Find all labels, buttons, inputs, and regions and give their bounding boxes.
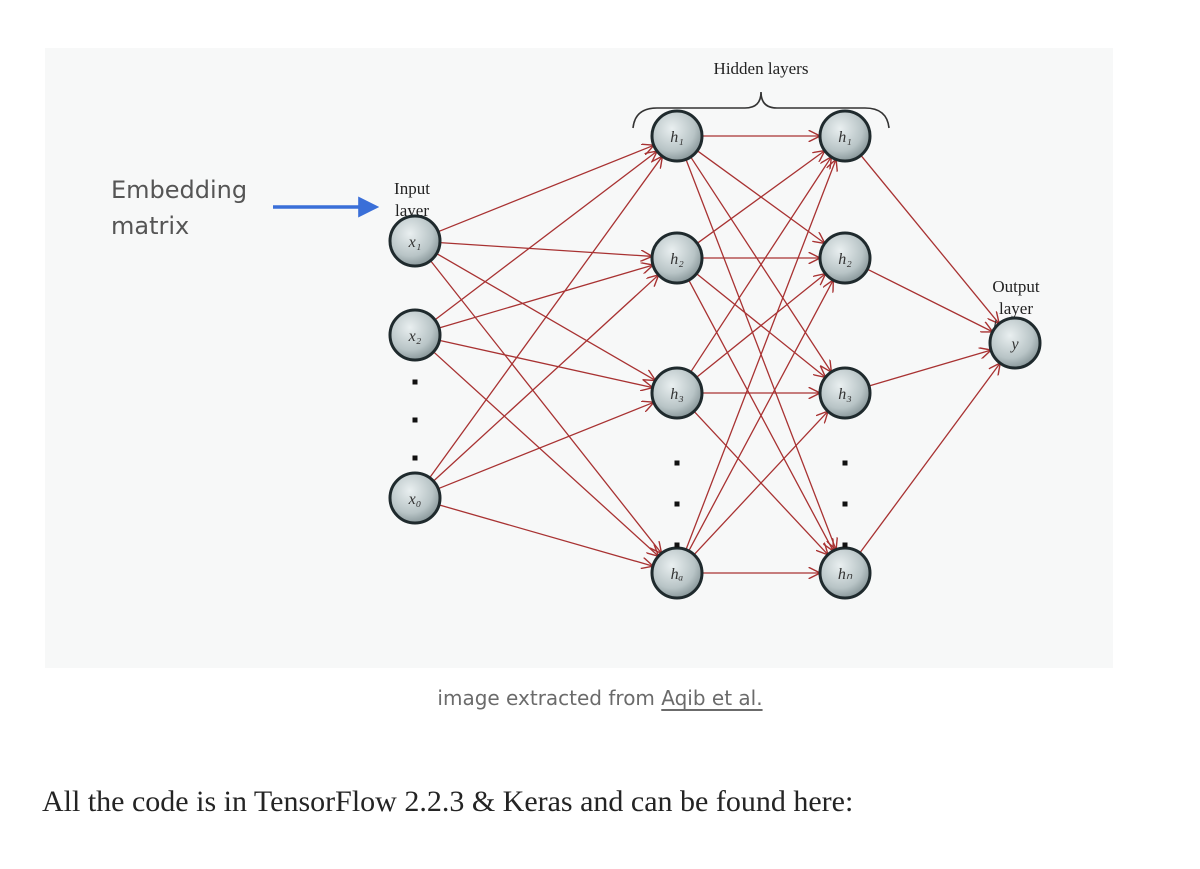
edge-l1-2-to-1 (696, 274, 824, 378)
caption-prefix: image extracted from (437, 686, 662, 710)
output-node-1: y (988, 316, 1042, 370)
node-label: h₂ (838, 251, 852, 268)
body-paragraph: All the code is in TensorFlow 2.2.3 & Ke… (42, 785, 854, 818)
node-label: hₐ (671, 566, 684, 583)
figure-backdrop (45, 48, 1113, 668)
hidden2-node-3: h₃ (818, 366, 872, 420)
input-node-3: x₀ (388, 471, 442, 525)
hidden2-node-4: hₙ (818, 546, 872, 600)
edge-l2-1-to-0 (867, 268, 991, 331)
hidden-layers-brace (632, 91, 890, 129)
output-layer-label-line1: Output (992, 277, 1040, 296)
node-circle (650, 109, 704, 163)
edge-l1-1-to-0 (696, 151, 824, 244)
ellipsis-dot-1-2 (674, 542, 680, 548)
hidden1-node-1: h₁ (650, 109, 704, 163)
node-label: h₁ (670, 129, 684, 146)
edge-l1-3-to-0 (685, 160, 836, 550)
edge-l0-1-to-3 (433, 351, 658, 556)
node-circle (650, 231, 704, 285)
hidden1-node-4: hₐ (650, 546, 704, 600)
node-label: y (1009, 336, 1019, 353)
node-circle (388, 308, 442, 362)
node-circle (388, 214, 442, 268)
node-label: h₃ (670, 386, 684, 403)
hidden1-node-2: h₂ (650, 231, 704, 285)
node-label: x₂ (408, 328, 422, 345)
ellipsis-dot-2-1 (842, 501, 848, 507)
edge-l0-0-to-0 (437, 146, 653, 233)
node-circle (818, 546, 872, 600)
network-nodes: x₁ x₂ x₀ h₁ h₂ h₃ hₐ h₁ h₂ h₃ hₙ y (388, 109, 1042, 600)
ellipsis-dot-0-2 (412, 455, 418, 461)
network-figure: Hidden layers Input layer Output layer E… (45, 8, 1113, 668)
connection-edges (429, 136, 1000, 573)
edge-l0-1-to-1 (438, 265, 652, 329)
node-circle (388, 471, 442, 525)
ellipsis-dot-2-2 (842, 542, 848, 548)
node-circle (650, 546, 704, 600)
edge-l1-3-to-1 (688, 281, 833, 552)
edge-l2-3-to-0 (859, 364, 1000, 554)
edge-l0-1-to-0 (434, 152, 656, 321)
ellipsis-dots (412, 379, 848, 548)
hidden-layers-label: Hidden layers (714, 59, 809, 78)
ellipsis-dot-1-1 (674, 501, 680, 507)
ellipsis-dot-1-0 (674, 460, 680, 466)
caption-source-link[interactable]: Aqib et al. (661, 686, 763, 710)
edge-l0-0-to-1 (439, 241, 651, 257)
edge-l2-2-to-0 (868, 350, 990, 387)
node-label: h₂ (670, 251, 684, 268)
node-label: h₃ (838, 386, 852, 403)
output-layer-label-line2: layer (999, 299, 1033, 318)
input-node-2: x₂ (388, 308, 442, 362)
input-node-1: x₁ (388, 214, 442, 268)
edge-l1-2-to-0 (690, 158, 831, 373)
edge-l0-2-to-1 (432, 276, 657, 482)
edge-l0-2-to-2 (437, 403, 653, 490)
edge-l1-3-to-2 (693, 412, 827, 556)
node-circle (818, 109, 872, 163)
input-layer-label-line1: Input (394, 179, 430, 198)
node-label: x₁ (408, 234, 422, 251)
edge-l0-1-to-2 (439, 339, 651, 387)
edge-l0-0-to-3 (429, 260, 660, 553)
node-circle (650, 366, 704, 420)
embedding-label-line1: Embedding (111, 176, 247, 204)
figure-caption: image extracted from Aqib et al. (0, 686, 1200, 710)
node-label: hₙ (838, 566, 853, 583)
node-circle (988, 316, 1042, 370)
edge-l2-0-to-0 (860, 154, 999, 323)
node-label: h₁ (838, 129, 852, 146)
ellipsis-dot-2-0 (842, 460, 848, 466)
node-circle (818, 366, 872, 420)
neural-network-diagram: Hidden layers Input layer Output layer E… (45, 48, 1113, 668)
node-label: x₀ (408, 491, 422, 508)
ellipsis-dot-0-0 (412, 379, 418, 385)
embedding-label-line2: matrix (111, 212, 189, 240)
hidden1-node-3: h₃ (650, 366, 704, 420)
edge-l0-2-to-3 (438, 504, 652, 566)
edge-l0-2-to-0 (429, 157, 662, 479)
hidden2-node-2: h₂ (818, 231, 872, 285)
hidden2-node-1: h₁ (818, 109, 872, 163)
ellipsis-dot-0-1 (412, 417, 418, 423)
node-circle (818, 231, 872, 285)
